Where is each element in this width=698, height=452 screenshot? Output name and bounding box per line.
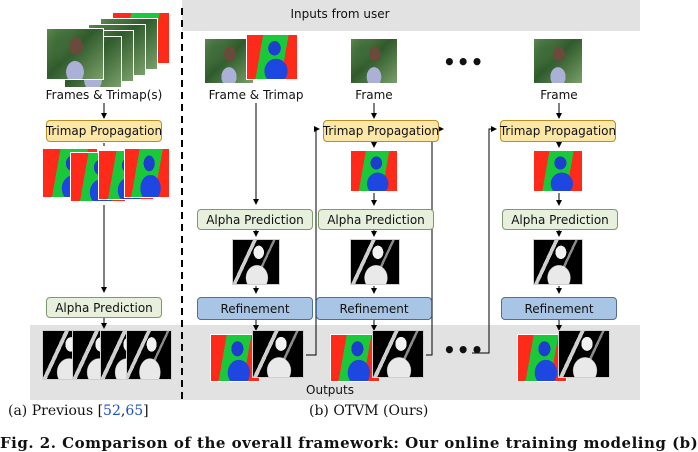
arrow-c2-to-next — [426, 126, 444, 356]
caption-previous: (a) Previous [52,65] — [8, 403, 149, 419]
c2-output-trimap — [330, 334, 380, 382]
outputs-label: Outputs — [306, 383, 354, 397]
c2-input-frame — [350, 38, 398, 84]
output-ellipsis: ••• — [443, 338, 485, 362]
c2-trimap-propagation-box: Trimap Propagation — [323, 120, 439, 142]
c2-output-matte — [372, 330, 424, 378]
caption-ours: (b) OTVM (Ours) — [309, 403, 429, 419]
c3-output-matte — [558, 330, 610, 378]
c3-refinement-box: Refinement — [501, 297, 617, 320]
c2-input-label: Frame — [355, 88, 393, 102]
caption-ref-65[interactable]: 65 — [125, 403, 144, 419]
prev-frames-label: Frames & Trimap(s) — [45, 88, 163, 102]
inputs-label: Inputs from user — [290, 7, 390, 21]
c2-alpha-prediction-box: Alpha Prediction — [318, 209, 434, 230]
c1-input-frame — [204, 38, 254, 84]
caption-previous-suffix: ] — [143, 403, 149, 419]
prev-output-matte-4 — [126, 330, 172, 380]
c1-output-matte — [252, 330, 304, 378]
c1-alpha-prediction-box: Alpha Prediction — [197, 209, 313, 230]
c2-refinement-box: Refinement — [316, 297, 432, 320]
prev-trimap-propagation-box: Trimap Propagation — [46, 120, 162, 142]
arrow-to-c3-trimap — [472, 126, 497, 354]
c3-alpha-prediction-box: Alpha Prediction — [502, 209, 618, 230]
prev-trimap-map-4 — [124, 148, 170, 198]
figure-caption-cutoff: Fig. 2. Comparison of the overall framew… — [0, 434, 698, 452]
arrow-c1-to-c2-trimap — [306, 126, 320, 356]
prev-input-frame-0 — [46, 28, 104, 80]
caption-ref-52[interactable]: 52 — [103, 403, 121, 419]
c3-input-frame — [533, 38, 583, 84]
caption-previous-prefix: (a) Previous [ — [8, 403, 104, 419]
c2-alpha-matte — [350, 239, 400, 285]
prev-alpha-prediction-box: Alpha Prediction — [46, 297, 162, 318]
c3-alpha-matte — [533, 239, 583, 285]
c1-input-trimap — [246, 34, 298, 80]
c3-trimap-propagation-box: Trimap Propagation — [500, 120, 616, 142]
c3-input-label: Frame — [540, 88, 578, 102]
c1-input-label: Frame & Trimap — [208, 88, 304, 102]
c2-trimap-map — [350, 150, 398, 192]
input-ellipsis: ••• — [443, 50, 485, 74]
inputs-band — [182, 0, 640, 31]
caption-ref-separator: , — [120, 403, 126, 419]
c1-alpha-matte — [232, 239, 280, 285]
c1-refinement-box: Refinement — [197, 297, 313, 320]
c3-trimap-map — [533, 150, 583, 192]
